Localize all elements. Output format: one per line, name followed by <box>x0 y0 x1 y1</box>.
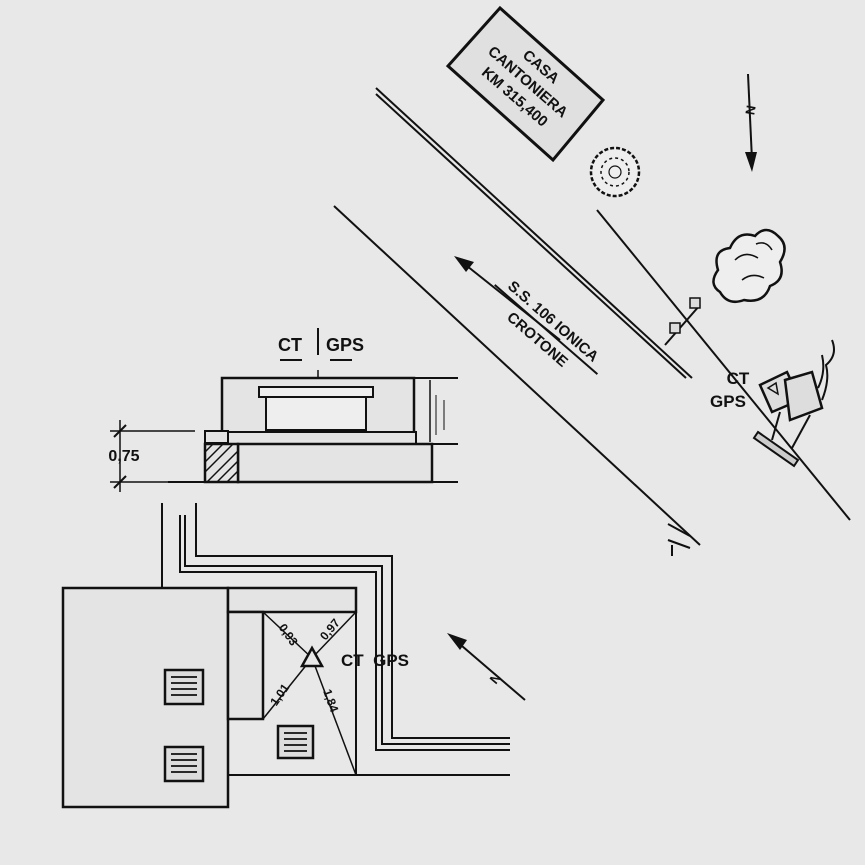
tree-icon <box>589 146 641 198</box>
section-label-gps: GPS <box>326 335 364 355</box>
vent-icon <box>163 745 205 783</box>
plan-north-arrow-icon: N <box>447 633 526 701</box>
north-arrow-icon: N <box>742 73 759 172</box>
access-path <box>664 297 701 556</box>
casa-cantoniera-building: CASA CANTONIERA KM 315,400 <box>445 5 606 163</box>
station-triangulation <box>262 611 357 776</box>
plan-north-label: N <box>487 670 505 687</box>
vent-icon <box>163 668 205 706</box>
distance-label-2: 0,97 <box>317 616 343 643</box>
station-marker <box>752 339 835 468</box>
shrub-icon <box>712 228 786 303</box>
plan-view: 0,93 0,97 1,01 1,84 CT GPS N <box>61 503 526 809</box>
road-ss106 <box>333 87 851 546</box>
section-view: CT GPS <box>108 328 458 492</box>
height-dimension: 0,75 <box>108 420 195 492</box>
map-station-label-ct: CT <box>727 369 750 388</box>
distance-label-4: 1,84 <box>320 687 341 714</box>
station-triangle-icon <box>299 645 325 668</box>
site-map: CASA CANTONIERA KM 315,400 <box>333 5 851 556</box>
section-label-ct: CT <box>278 335 302 355</box>
plan-station-label: CT GPS <box>341 651 409 670</box>
hatched-foundation <box>203 442 240 484</box>
height-label: 0,75 <box>108 448 139 465</box>
map-station-label-gps: GPS <box>710 392 746 411</box>
vent-icon <box>276 724 315 760</box>
distance-label-3: 1,01 <box>267 681 292 708</box>
map-north-label: N <box>742 104 758 116</box>
